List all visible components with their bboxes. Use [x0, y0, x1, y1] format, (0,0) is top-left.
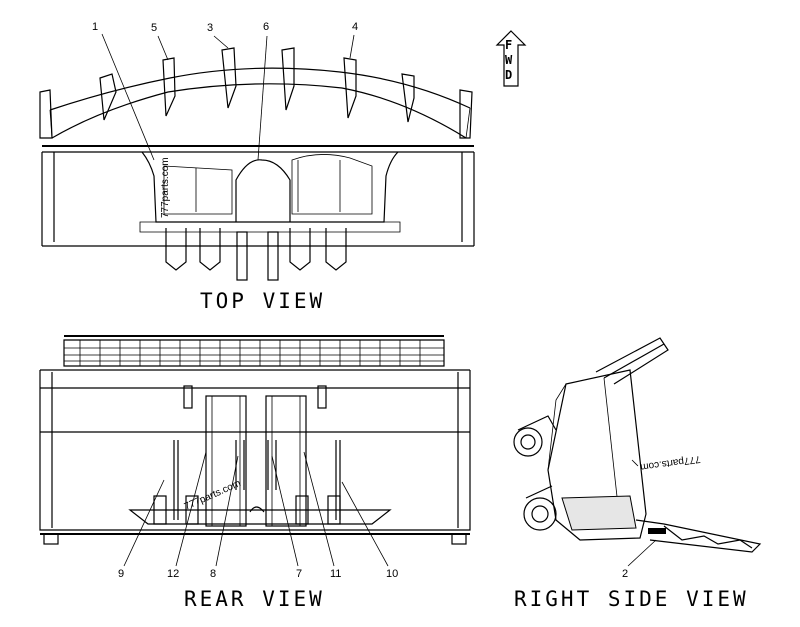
rear-view-callouts: 9 12 8 7 11 10 — [118, 451, 398, 580]
callout-4: 4 — [352, 21, 358, 33]
wear-plate-grid — [64, 340, 444, 366]
fwd-arrow-icon: F W D — [495, 30, 527, 87]
rear-view-drawing — [39, 335, 471, 545]
top-view-callouts: 1 5 3 6 4 — [92, 21, 358, 161]
callout-9: 9 — [118, 568, 124, 580]
top-view-title: TOP VIEW — [200, 289, 325, 313]
fwd-letter-w: W — [505, 53, 513, 67]
watermark-side: 777parts.com — [640, 453, 702, 472]
callout-10: 10 — [386, 568, 398, 580]
callout-2: 2 — [622, 568, 628, 580]
fwd-letter-f: F — [505, 38, 512, 52]
callout-3: 3 — [207, 22, 213, 34]
callout-8: 8 — [210, 568, 216, 580]
right-side-view-title: RIGHT SIDE VIEW — [514, 587, 749, 611]
bucket-teeth — [39, 47, 473, 139]
right-side-view-drawing — [513, 337, 762, 553]
watermark-rear: 777parts.com — [183, 478, 243, 513]
watermark-top: 777parts.com — [160, 157, 171, 218]
callout-6: 6 — [263, 21, 269, 33]
top-view-drawing — [39, 47, 475, 281]
callout-7: 7 — [296, 568, 302, 580]
callout-1: 1 — [92, 21, 98, 33]
fwd-letter-d: D — [505, 68, 512, 82]
hinge-pins — [139, 221, 401, 281]
side-view-callouts: 2 — [622, 539, 657, 580]
callout-12: 12 — [167, 568, 179, 580]
callout-11: 11 — [330, 568, 341, 580]
callout-5: 5 — [151, 22, 157, 34]
rear-view-title: REAR VIEW — [184, 587, 325, 611]
